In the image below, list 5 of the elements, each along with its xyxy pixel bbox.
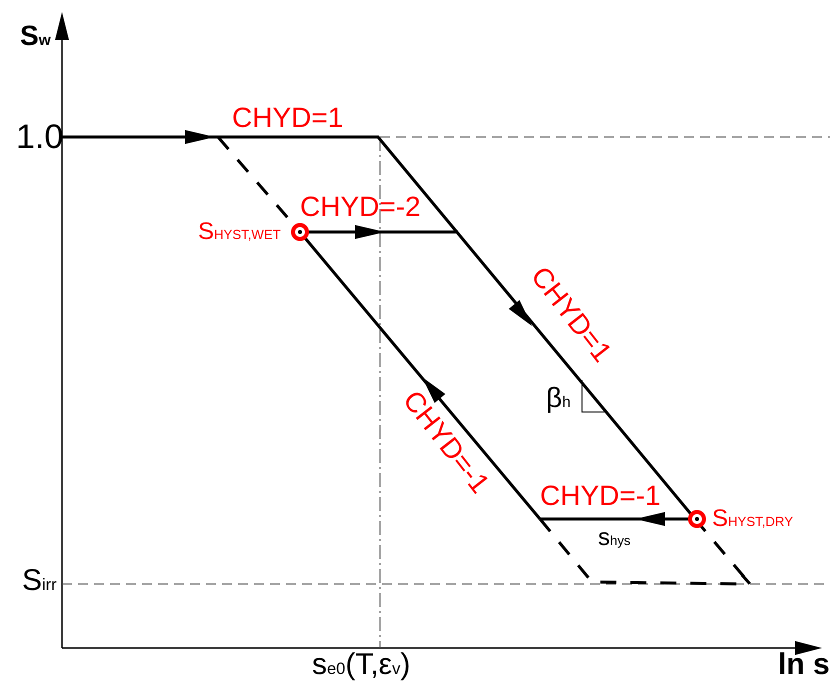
state-label: CHYD=-2 bbox=[300, 193, 421, 221]
axis-label: ln s bbox=[778, 650, 830, 680]
state-label: CHYD=1 bbox=[232, 104, 344, 132]
tick-label: 1.0 bbox=[16, 120, 64, 154]
state-label: CHYD=-1 bbox=[540, 482, 661, 510]
